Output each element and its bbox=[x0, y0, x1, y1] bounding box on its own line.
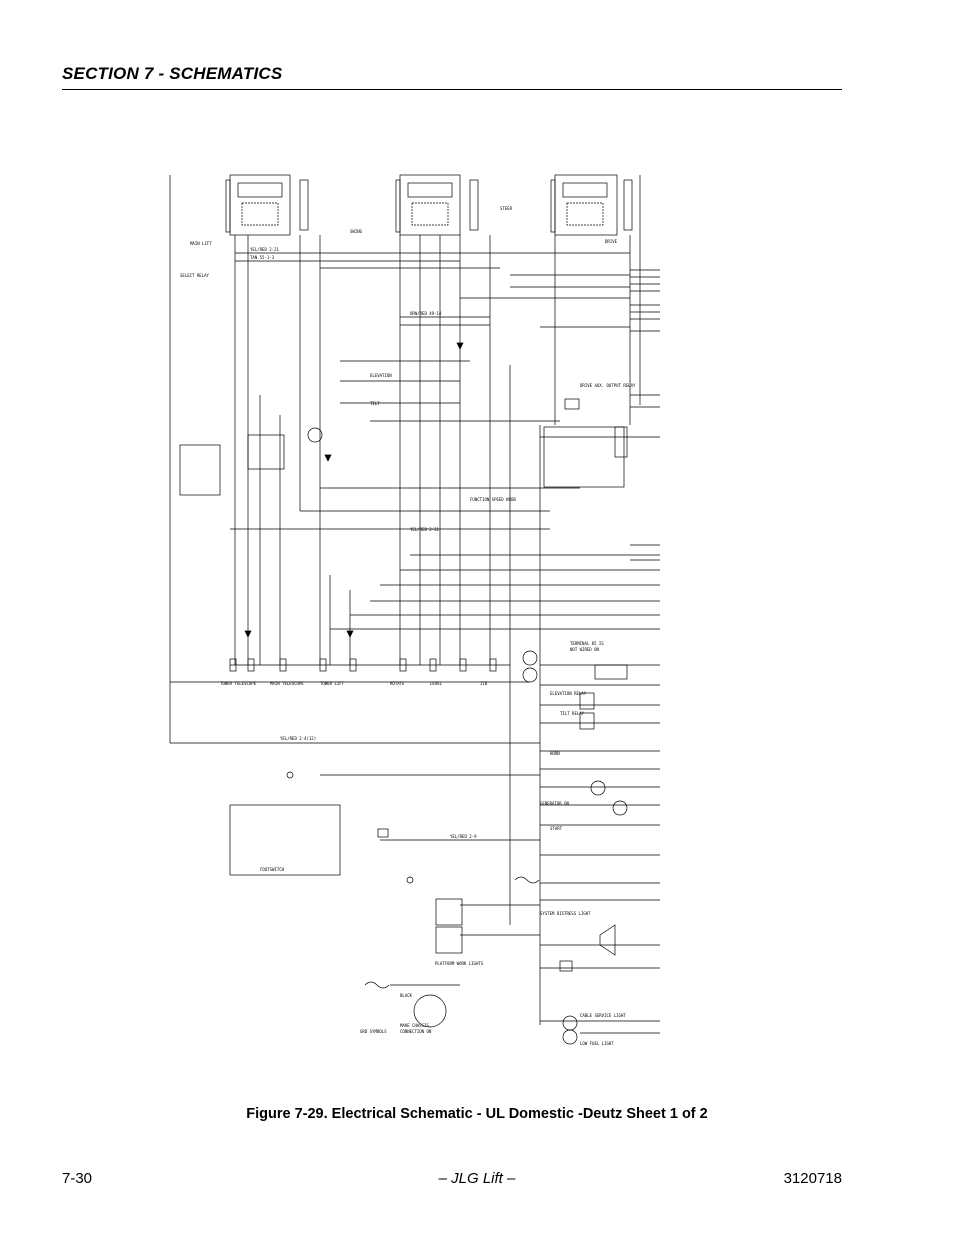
svg-text:TOWER LIFT: TOWER LIFT bbox=[320, 681, 345, 686]
relay-boxes bbox=[179, 398, 628, 972]
figure-caption: Figure 7-29. Electrical Schematic - UL D… bbox=[246, 1106, 708, 1122]
svg-text:TAN 55-1-3: TAN 55-1-3 bbox=[250, 255, 275, 260]
page-number: 7-30 bbox=[62, 1170, 93, 1187]
svg-text:ELEVATION: ELEVATION bbox=[370, 373, 392, 378]
svg-text:STEER: STEER bbox=[500, 206, 513, 211]
svg-text:FOOTSWITCH: FOOTSWITCH bbox=[260, 867, 285, 872]
svg-text:START: START bbox=[550, 826, 563, 831]
header-rule bbox=[62, 89, 842, 90]
vertical-wires bbox=[169, 175, 641, 1025]
svg-text:LEVEL: LEVEL bbox=[430, 681, 443, 686]
svg-text:TILT RELAY: TILT RELAY bbox=[560, 711, 585, 716]
svg-text:YEL/RED 2-9: YEL/RED 2-9 bbox=[450, 834, 477, 839]
document-number: 3120718 bbox=[783, 1170, 842, 1187]
svg-text:CABLE SERVICE LIGHT: CABLE SERVICE LIGHT bbox=[580, 1013, 626, 1018]
svg-text:TILT: TILT bbox=[370, 401, 380, 406]
svg-text:GENERATOR ON: GENERATOR ON bbox=[540, 801, 569, 806]
svg-text:TOWER TELESCOPE: TOWER TELESCOPE bbox=[220, 681, 257, 686]
lamps bbox=[286, 427, 628, 1045]
svg-text:PLATFORM WORK LIGHTS: PLATFORM WORK LIGHTS bbox=[435, 961, 484, 966]
electrical-schematic: YEL/RED 2-21 TAN 55-1-3 ORN/RED 49-14 YE… bbox=[160, 165, 680, 1065]
right-output-stubs bbox=[630, 269, 660, 561]
svg-text:ELEVATION RELAY: ELEVATION RELAY bbox=[550, 691, 587, 696]
svg-text:TERMINAL 85 IS: TERMINAL 85 IS bbox=[570, 641, 604, 646]
svg-text:SELECT RELAY: SELECT RELAY bbox=[180, 273, 209, 278]
svg-text:GRD SYMBOLS: GRD SYMBOLS bbox=[360, 1029, 387, 1034]
svg-text:YEL/RED 2-4(12): YEL/RED 2-4(12) bbox=[280, 736, 316, 741]
horizontal-wires bbox=[170, 252, 660, 1034]
svg-text:DRIVE AUX. OUTPUT RELAY: DRIVE AUX. OUTPUT RELAY bbox=[580, 383, 636, 388]
svg-text:LOW FUEL LIGHT: LOW FUEL LIGHT bbox=[580, 1041, 614, 1046]
svg-text:SYSTEM DISTRESS LIGHT: SYSTEM DISTRESS LIGHT bbox=[540, 911, 591, 916]
svg-text:YEL/RED 2-21: YEL/RED 2-21 bbox=[410, 527, 439, 532]
svg-text:MAIN TELESCOPE: MAIN TELESCOPE bbox=[270, 681, 304, 686]
svg-text:HORN: HORN bbox=[550, 751, 560, 756]
top-controller-modules bbox=[225, 174, 633, 236]
svg-text:NOT WIRED ON: NOT WIRED ON bbox=[570, 647, 599, 652]
svg-text:CONNECTION ON: CONNECTION ON bbox=[400, 1029, 432, 1034]
svg-text:JIB: JIB bbox=[480, 681, 488, 686]
svg-text:FUNCTION SPEED KNOB: FUNCTION SPEED KNOB bbox=[470, 497, 516, 502]
svg-text:YEL/RED 2-21: YEL/RED 2-21 bbox=[250, 247, 279, 252]
svg-text:BLACK: BLACK bbox=[400, 993, 413, 998]
svg-text:MAKE CHASSIS: MAKE CHASSIS bbox=[400, 1023, 429, 1028]
valve-row bbox=[229, 342, 510, 672]
horn-and-misc bbox=[364, 876, 616, 989]
wire-labels: YEL/RED 2-21 TAN 55-1-3 ORN/RED 49-14 YE… bbox=[180, 206, 636, 1046]
footer-publisher: – JLG Lift – bbox=[438, 1170, 516, 1187]
svg-text:ROTATE: ROTATE bbox=[390, 681, 405, 686]
section-title: SECTION 7 - SCHEMATICS bbox=[62, 64, 283, 83]
svg-text:DRIVE: DRIVE bbox=[605, 239, 618, 244]
svg-text:MAIN LIFT: MAIN LIFT bbox=[190, 241, 212, 246]
svg-text:ORN/RED 49-14: ORN/RED 49-14 bbox=[410, 311, 442, 316]
svg-text:SWING: SWING bbox=[350, 229, 363, 234]
